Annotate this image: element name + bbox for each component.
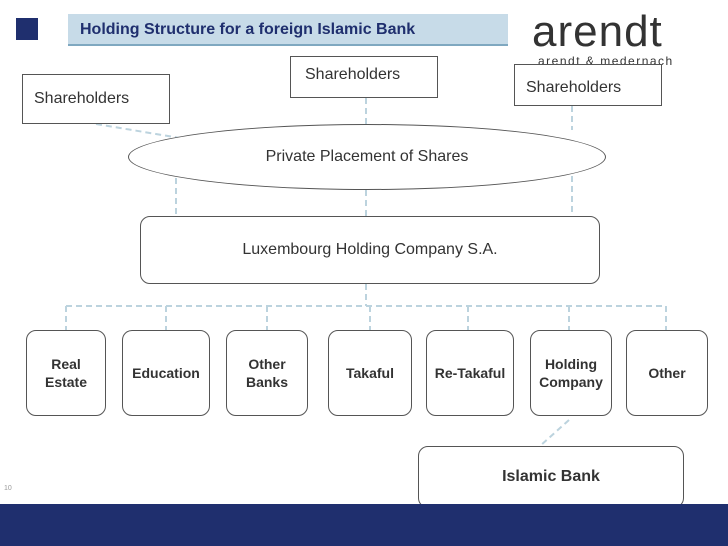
subsidiary-label-line1: Holding — [544, 356, 598, 372]
subsidiary-label-line1: Takaful — [346, 365, 394, 381]
private-placement-node: Private Placement of Shares — [128, 124, 606, 190]
slide-title: Holding Structure for a foreign Islamic … — [80, 21, 416, 38]
title-bar: Holding Structure for a foreign Islamic … — [68, 14, 508, 46]
subsidiary-box: Re-Takaful — [426, 330, 514, 416]
page-number: 10 — [4, 485, 12, 492]
subsidiary-box: Education — [122, 330, 210, 416]
private-placement-label: Private Placement of Shares — [265, 148, 469, 165]
islamic-bank-box: Islamic Bank — [418, 446, 684, 508]
subsidiary-label-line1: Re-Takaful — [434, 365, 506, 381]
subsidiary-label-line2: Banks — [245, 374, 289, 390]
shareholders-box-right: Shareholders — [514, 64, 662, 106]
subsidiary-label-line1: Real — [51, 356, 81, 372]
shareholders-label: Shareholders — [526, 79, 622, 96]
subsidiary-box: Takaful — [328, 330, 412, 416]
subsidiary-label-line2: Estate — [44, 374, 88, 390]
holding-company-box: Luxembourg Holding Company S.A. — [140, 216, 600, 284]
subsidiary-label-line1: Other — [648, 365, 686, 381]
shareholders-label: Shareholders — [34, 90, 130, 107]
subsidiary-box: Other — [626, 330, 708, 416]
islamic-bank-label: Islamic Bank — [502, 468, 600, 485]
subsidiary-label-line2: Company — [539, 374, 603, 390]
shareholders-box-center: Shareholders — [290, 56, 438, 98]
logo-main-text: arendt — [532, 7, 663, 56]
shareholders-box-left: Shareholders — [22, 74, 170, 124]
holding-company-label: Luxembourg Holding Company S.A. — [242, 241, 498, 258]
subsidiary-label-line1: Education — [132, 365, 200, 381]
subsidiary-label-line1: Other — [248, 356, 286, 372]
title-square-icon — [16, 18, 38, 40]
footer-bar — [0, 504, 728, 546]
shareholders-label: Shareholders — [305, 66, 401, 83]
